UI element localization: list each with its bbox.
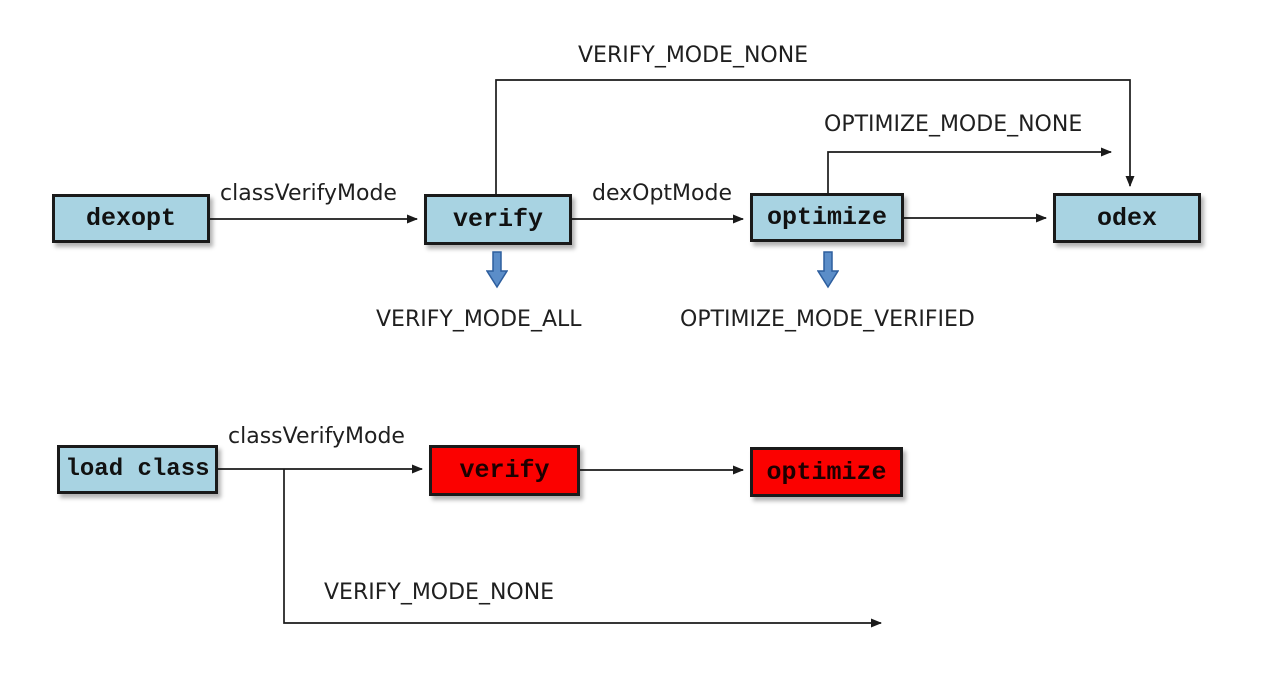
edge-optimize-mode-none [827,147,1112,193]
label-verify-mode-all: VERIFY_MODE_ALL [376,307,582,332]
node-optimize-bottom: optimize [750,447,903,497]
node-verify-bottom: verify [429,445,580,496]
label-class-verify-mode-bottom: classVerifyMode [228,424,405,449]
node-verify-top: verify [424,194,572,245]
label-dex-opt-mode: dexOptMode [592,181,732,206]
blue-down-arrow-icon-verify [486,251,508,289]
node-dexopt: dexopt [52,194,210,243]
blue-down-arrow-icon-optimize [817,251,839,289]
label-optimize-mode-verified: OPTIMIZE_MODE_VERIFIED [680,307,975,332]
node-odex: odex [1053,193,1201,243]
label-verify-mode-none-top: VERIFY_MODE_NONE [578,43,809,68]
label-optimize-mode-none: OPTIMIZE_MODE_NONE [824,112,1083,137]
label-class-verify-mode-top: classVerifyMode [220,181,397,206]
label-verify-mode-none-bottom: VERIFY_MODE_NONE [324,580,555,605]
node-load-class: load class [57,445,218,494]
node-optimize-top: optimize [750,193,904,242]
